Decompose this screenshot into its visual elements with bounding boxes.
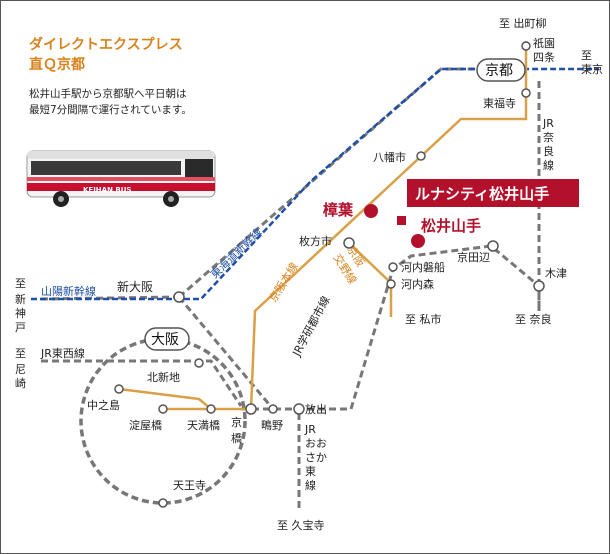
station-dot-nakanoshima bbox=[114, 384, 124, 394]
dest-tokyo-1: 至 bbox=[581, 49, 592, 62]
line-jr-tozai-label: JR東西線 bbox=[40, 346, 85, 360]
dest-kyuhoji: 至 久宝寺 bbox=[277, 518, 325, 532]
station-shin-osaka: 新大阪 bbox=[117, 279, 153, 294]
station-dot-hirakatashi bbox=[343, 237, 355, 249]
line-nara-label-4: 線 bbox=[543, 158, 554, 172]
bus-logo: KEIHAN BUS bbox=[83, 186, 131, 194]
line-osaka-higashi-2: おお bbox=[305, 437, 327, 450]
dest-amagasaki-1: 至 bbox=[15, 347, 26, 360]
station-dot-kyotanabe bbox=[487, 240, 499, 252]
station-gion-2: 四条 bbox=[533, 50, 555, 64]
desc-line1: 松井山手駅から京都駅へ平日朝は bbox=[29, 87, 187, 100]
station-dot-tennoji bbox=[158, 498, 168, 508]
desc-line2: 最短7分間隔で運行されています。 bbox=[29, 103, 192, 116]
station-kawachi-iwafune: 河内磐船 bbox=[401, 260, 445, 274]
tokaido-shinkansen-line bbox=[31, 67, 599, 301]
station-dot-temmabashi bbox=[206, 404, 216, 414]
station-kyobashi-1: 京 bbox=[231, 415, 242, 429]
station-dot-yodoyabashi bbox=[158, 404, 168, 414]
station-dot-hanaten bbox=[293, 403, 305, 415]
station-temmabashi: 天満橋 bbox=[187, 418, 220, 432]
station-kitashinchi: 北新地 bbox=[147, 370, 180, 384]
lunacity-banner-text: ルナシティ松井山手 bbox=[415, 185, 549, 203]
dest-shinkobe-2: 新 bbox=[15, 292, 26, 306]
matsuiyamate-marker bbox=[411, 234, 425, 248]
station-matsuiyamate: 松井山手 bbox=[421, 217, 481, 235]
station-gion-1: 祇園 bbox=[533, 37, 555, 50]
line-nara-label-3: 良 bbox=[543, 144, 554, 158]
line-sanyo-label: 山陽新幹線 bbox=[41, 284, 96, 298]
dest-demachiyanagi: 至 出町柳 bbox=[499, 16, 547, 30]
dest-amagasaki-3: 崎 bbox=[15, 376, 26, 390]
keihan-nakanoshima-line bbox=[118, 387, 251, 411]
title-line2: 直Ｑ京都 bbox=[29, 56, 85, 73]
station-dot-kyobashi bbox=[245, 403, 257, 415]
kuzuha-marker bbox=[364, 204, 378, 218]
line-osaka-higashi-1: JR bbox=[304, 423, 316, 436]
line-osaka-higashi-4: 東 bbox=[305, 465, 316, 478]
station-dot-shigino bbox=[268, 404, 278, 414]
lunacity-banner bbox=[407, 179, 579, 207]
line-tokaido-label: 東海道新幹線 bbox=[207, 225, 264, 281]
station-kyoto: 京都 bbox=[485, 63, 513, 79]
dest-shinkobe-1: 至 bbox=[15, 277, 26, 290]
station-hanaten: 放出 bbox=[305, 402, 327, 416]
lunacity-marker bbox=[397, 216, 406, 225]
line-nara-label-1: JR bbox=[542, 117, 554, 130]
station-dot-yawatashi bbox=[416, 151, 426, 161]
line-gakken-label: JR学研都市線 bbox=[289, 294, 333, 360]
station-kyobashi-2: 橋 bbox=[231, 431, 242, 445]
station-dot-kitashinchi bbox=[194, 358, 204, 368]
station-dot-gion bbox=[521, 41, 531, 51]
dest-tokyo-2: 東京 bbox=[581, 62, 603, 76]
station-dot-kawachi-iwafune bbox=[388, 262, 398, 272]
station-nakanoshima: 中之島 bbox=[87, 398, 120, 412]
line-keihan-honsen-label: 京阪本線 bbox=[266, 260, 301, 305]
station-kuzuha: 樟葉 bbox=[323, 201, 354, 219]
dest-kisaichi: 至 私市 bbox=[405, 312, 442, 326]
station-kyotanabe: 京田辺 bbox=[457, 250, 490, 264]
station-kizu: 木津 bbox=[545, 267, 567, 280]
station-kawachi-mori: 河内森 bbox=[401, 277, 434, 291]
dest-amagasaki-2: 尼 bbox=[15, 363, 26, 376]
jr-tozai-line bbox=[41, 359, 243, 407]
bus-icon: KEIHAN BUS bbox=[26, 150, 216, 207]
station-yawatashi: 八幡市 bbox=[373, 150, 406, 164]
station-dot-shin-osaka bbox=[173, 291, 185, 303]
line-osaka-higashi-5: 線 bbox=[305, 478, 316, 492]
station-yodoyabashi: 淀屋橋 bbox=[129, 418, 162, 432]
station-dot-kizu bbox=[533, 280, 545, 292]
kyoto-station-marker bbox=[476, 58, 526, 82]
title-line1: ダイレクトエクスプレス bbox=[29, 36, 183, 53]
dest-nara: 至 奈良 bbox=[515, 312, 552, 326]
line-nara-label-2: 奈 bbox=[543, 130, 554, 144]
station-hirakatashi: 枚方市 bbox=[299, 234, 332, 248]
jr-shinosaka-kyobashi bbox=[177, 296, 275, 410]
line-osaka-higashi-3: さか bbox=[305, 451, 327, 464]
station-dot-kawachi-mori bbox=[386, 279, 396, 289]
station-dot-tofukuji bbox=[521, 88, 531, 98]
station-osaka: 大阪 bbox=[151, 332, 179, 348]
station-markers bbox=[114, 41, 545, 508]
dest-shinkobe-3: 神 bbox=[15, 306, 26, 320]
station-shigino: 鴫野 bbox=[261, 418, 283, 432]
osaka-station-marker bbox=[144, 327, 190, 351]
station-tennoji: 天王寺 bbox=[173, 479, 206, 492]
dest-shinkobe-4: 戸 bbox=[15, 321, 26, 334]
station-tofukuji: 東福寺 bbox=[483, 96, 516, 110]
